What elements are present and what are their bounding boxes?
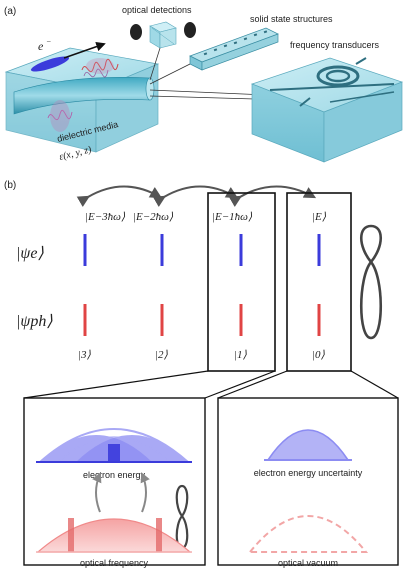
dielectric-block xyxy=(4,47,160,153)
electron-energy-uncertainty-plot xyxy=(264,429,352,461)
optical-vacuum-plot xyxy=(247,515,369,553)
inset-left xyxy=(23,397,206,566)
coupling-arrow-left xyxy=(92,472,102,513)
panel-a-label: (a) xyxy=(4,6,16,17)
psi-ph-label: |ψph⟩ xyxy=(16,313,53,330)
electron-state-label-2: |E−2ħω⟩ xyxy=(133,211,174,223)
electron-state-label-0: |E⟩ xyxy=(312,211,327,223)
photon-state-label-3: |3⟩ xyxy=(78,349,92,361)
electron-packet xyxy=(30,56,70,72)
electron-symbol: e xyxy=(38,39,44,53)
optical-frequency-label: optical frequency xyxy=(80,558,149,568)
transition-arrow-3 xyxy=(228,185,317,208)
coupling-arrow-right xyxy=(140,472,150,513)
electron-state-label-1: |E−1ħω⟩ xyxy=(212,211,253,223)
optical-detector xyxy=(130,21,196,49)
transition-arrows xyxy=(76,185,317,208)
optical-wave xyxy=(47,58,119,132)
electron-energy-label: electron energy xyxy=(83,470,146,480)
optical-frequency-plot xyxy=(36,518,192,553)
frequency-transducer-block xyxy=(250,57,404,163)
entanglement-symbol-small xyxy=(175,484,189,550)
photon-state-label-1: |1⟩ xyxy=(234,349,248,361)
optical-vacuum-label: optical vacuum xyxy=(278,558,338,568)
electron-state-label-3: |E−3ħω⟩ xyxy=(85,211,126,223)
photon-levels xyxy=(83,304,321,336)
detector-disk-right xyxy=(184,22,196,38)
optical-detections-label: optical detections xyxy=(122,5,192,15)
psi-e-label: |ψe⟩ xyxy=(16,245,44,262)
electron-superscript: − xyxy=(46,37,51,46)
electron-beam: e − xyxy=(30,37,106,72)
photon-state-label-0: |0⟩ xyxy=(312,349,326,361)
electron-levels xyxy=(83,234,321,266)
solid-state-structures-label: solid state structures xyxy=(250,14,333,24)
electron-energy-plot xyxy=(36,428,192,463)
solid-state-waveguide xyxy=(189,27,279,71)
photon-state-label-2: |2⟩ xyxy=(155,349,169,361)
panel-b-label: (b) xyxy=(4,180,16,191)
state-box-1 xyxy=(207,192,276,372)
state-box-0 xyxy=(286,192,352,372)
entanglement-symbol xyxy=(359,224,383,340)
electron-direction-arrow xyxy=(63,42,106,59)
transition-arrow-1 xyxy=(76,185,163,208)
frequency-transducers-label: frequency transducers xyxy=(290,40,380,50)
inset-right xyxy=(217,397,399,566)
zoom-lines xyxy=(23,370,399,399)
electron-energy-uncertainty-label: electron energy uncertainty xyxy=(254,468,363,478)
transition-arrow-2 xyxy=(152,185,239,208)
detector-disk-left xyxy=(130,24,142,40)
epsilon-label: ε(x, y, z) xyxy=(58,144,93,163)
